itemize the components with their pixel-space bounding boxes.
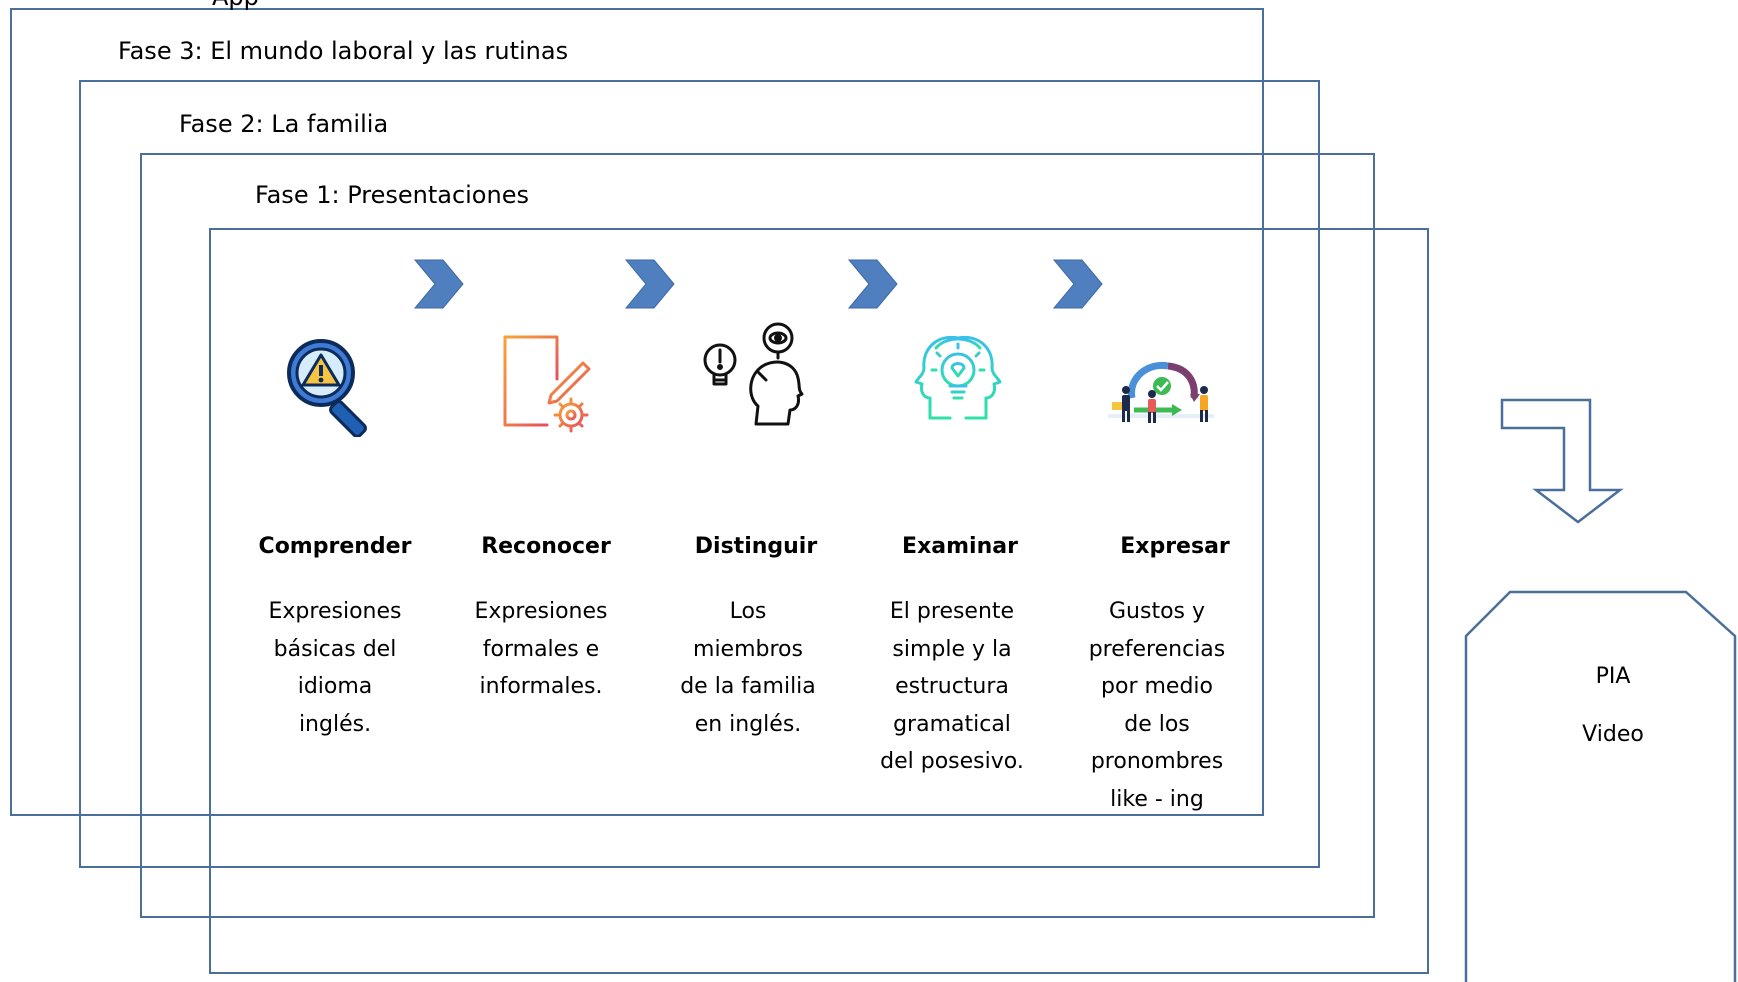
step-title-examinar: Examinar: [902, 534, 1018, 559]
phase-1-label: Fase 1: Presentaciones: [255, 181, 529, 209]
step-desc-distinguir: Los miembros de la familia en inglés.: [680, 599, 816, 737]
step-desc-reconocer: Expresiones formales e informales.: [474, 599, 608, 699]
phase-3-label: Fase 3: El mundo laboral y las rutinas: [118, 37, 569, 65]
magnifier-warning-icon: [287, 339, 367, 437]
step-title-reconocer: Reconocer: [481, 534, 611, 559]
chevron-right-icon: [1052, 259, 1103, 309]
document-gear-icon: [503, 335, 591, 433]
main-content-frame: [209, 228, 1429, 974]
chevron-right-icon: [624, 259, 675, 309]
top-partial-label: App: [212, 0, 259, 11]
bent-down-arrow-icon: [1500, 398, 1624, 524]
step-title-expresar: Expresar: [1120, 534, 1230, 559]
phase-2-label: Fase 2: La familia: [179, 110, 389, 138]
chevron-right-icon: [413, 259, 464, 309]
head-eye-idea-icon: [703, 322, 804, 426]
step-title-comprender: Comprender: [258, 534, 412, 559]
phase-1-frame: [140, 153, 1375, 918]
chevron-right-icon: [847, 259, 898, 309]
heads-lightbulb-icon: [914, 335, 1002, 420]
step-desc-expresar: Gustos y preferencias por medio de los p…: [1088, 599, 1226, 812]
output-box: [1464, 590, 1737, 982]
team-cycle-icon: [1108, 361, 1214, 423]
step-title-distinguir: Distinguir: [694, 534, 818, 559]
step-desc-examinar: El presente simple y la estructura grama…: [880, 599, 1024, 774]
step-desc-comprender: Expresiones básicas del idioma inglés.: [268, 599, 402, 737]
output-label-video: Video: [1582, 722, 1644, 747]
phase-3-frame: [10, 8, 1264, 816]
phase-2-frame: [79, 80, 1320, 868]
output-label-pia: PIA: [1595, 664, 1631, 689]
